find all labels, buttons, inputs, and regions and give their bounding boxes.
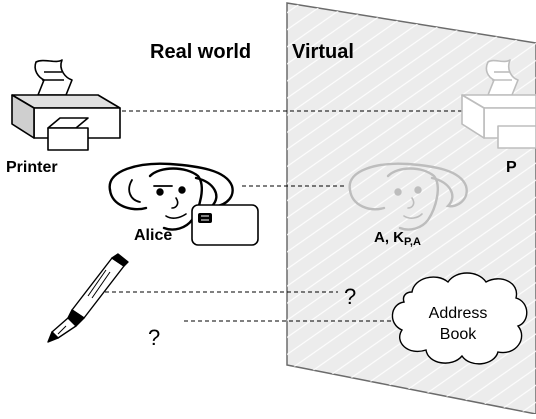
address-book-label-line1: Address: [429, 305, 488, 322]
question-mark-left: ?: [148, 325, 160, 350]
heading-virtual: Virtual: [292, 41, 354, 63]
printer-ghost-icon: [461, 59, 536, 149]
smartcard-icon: [191, 204, 259, 246]
alice-label: Alice: [134, 227, 172, 244]
alice-face-icon: [108, 162, 234, 231]
cloud-icon: [391, 272, 528, 365]
address-book-label-line2: Book: [440, 326, 477, 343]
alice-face-ghost-icon: [348, 162, 468, 231]
fountain-pen-icon: [47, 253, 129, 343]
connector-lines: [105, 110, 462, 322]
alice-virtual-label-main: A, K: [374, 229, 404, 246]
printer-virtual-label: P: [506, 159, 517, 176]
alice-virtual-label: A, KP,A: [374, 229, 421, 248]
printer-label: Printer: [6, 159, 58, 176]
printer-icon: [11, 59, 121, 151]
alice-virtual-label-sub: P,A: [404, 236, 421, 248]
question-mark-pen: ?: [344, 284, 356, 309]
heading-real-world: Real world: [150, 41, 251, 63]
